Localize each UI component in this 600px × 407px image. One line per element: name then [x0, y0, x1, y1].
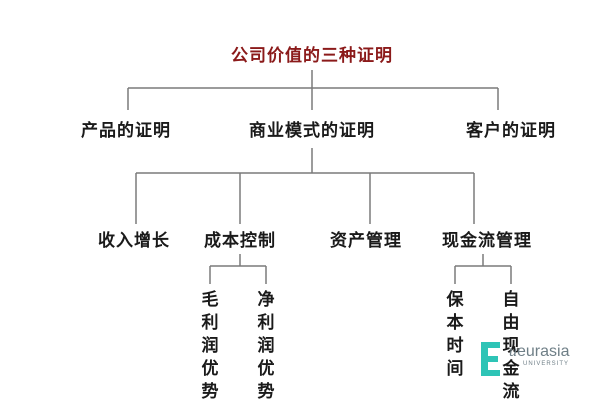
node-gross-margin-advantage: 毛利润优势	[201, 290, 219, 402]
node-free-cash-flow: 自由现金流	[502, 290, 520, 402]
watermark: ueurasia UNIVERSITY	[509, 343, 570, 368]
node-revenue-growth: 收入增长	[98, 231, 170, 251]
chart-title: 公司价值的三种证明	[231, 46, 393, 66]
node-net-margin-advantage: 净利润优势	[257, 290, 275, 402]
node-product-proof: 产品的证明	[81, 121, 171, 141]
eurasia-logo-icon	[481, 342, 500, 376]
node-capital-duration: 保本时间	[446, 290, 464, 379]
node-customer-proof: 客户的证明	[466, 121, 556, 141]
node-cash-flow-management: 现金流管理	[442, 231, 532, 251]
watermark-brand: eurasia	[517, 343, 570, 360]
watermark-sub: UNIVERSITY	[523, 361, 570, 367]
node-cost-control: 成本控制	[204, 231, 276, 251]
watermark-prefix: u	[509, 343, 517, 360]
node-business-model-proof: 商业模式的证明	[249, 121, 375, 141]
node-asset-management: 资产管理	[330, 231, 402, 251]
